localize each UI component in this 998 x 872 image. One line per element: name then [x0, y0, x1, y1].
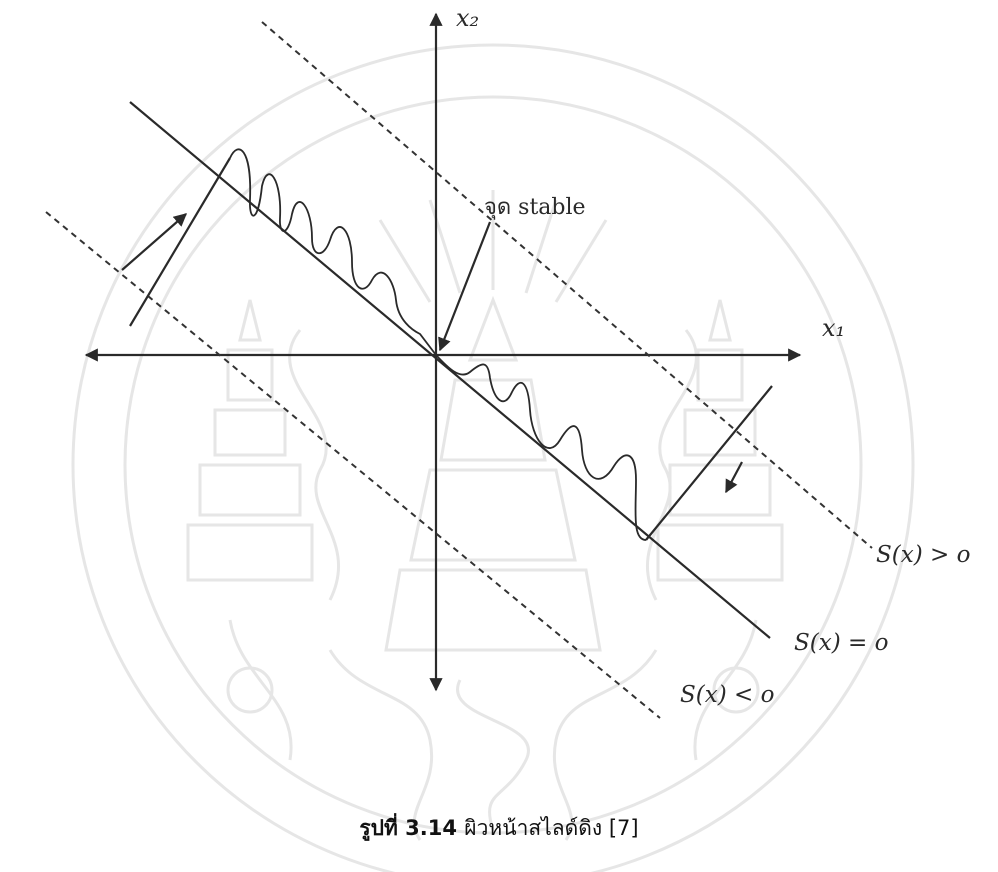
sliding-surface-line — [129, 101, 771, 639]
stable-point-label: จุด stable — [484, 195, 586, 220]
chattering-wave-upper — [229, 148, 437, 356]
direction-arrow-left — [121, 213, 187, 271]
approach-trajectory-left — [129, 157, 231, 327]
x1-axis-label: x₁ — [822, 314, 845, 342]
surface-zero-label: S(x) = o — [794, 630, 888, 656]
figure-caption: รูปที่ 3.14 ผิวหน้าสไลด์ดิง [7] — [0, 812, 998, 845]
surface-positive-line — [261, 21, 873, 549]
x2-axis-label: x₂ — [456, 4, 479, 32]
stable-point-arrow — [438, 221, 492, 352]
surface-negative-label: S(x) < o — [680, 682, 774, 708]
chattering-wave-lower — [435, 354, 647, 541]
approach-trajectory-right — [645, 385, 773, 541]
surface-positive-label: S(x) > o — [876, 542, 970, 568]
figure-number: รูปที่ 3.14 — [359, 816, 465, 840]
direction-arrow-right — [725, 461, 743, 494]
university-seal-watermark — [71, 43, 915, 872]
figure-title: ผิวหน้าสไลด์ดิง [7] — [464, 816, 639, 840]
